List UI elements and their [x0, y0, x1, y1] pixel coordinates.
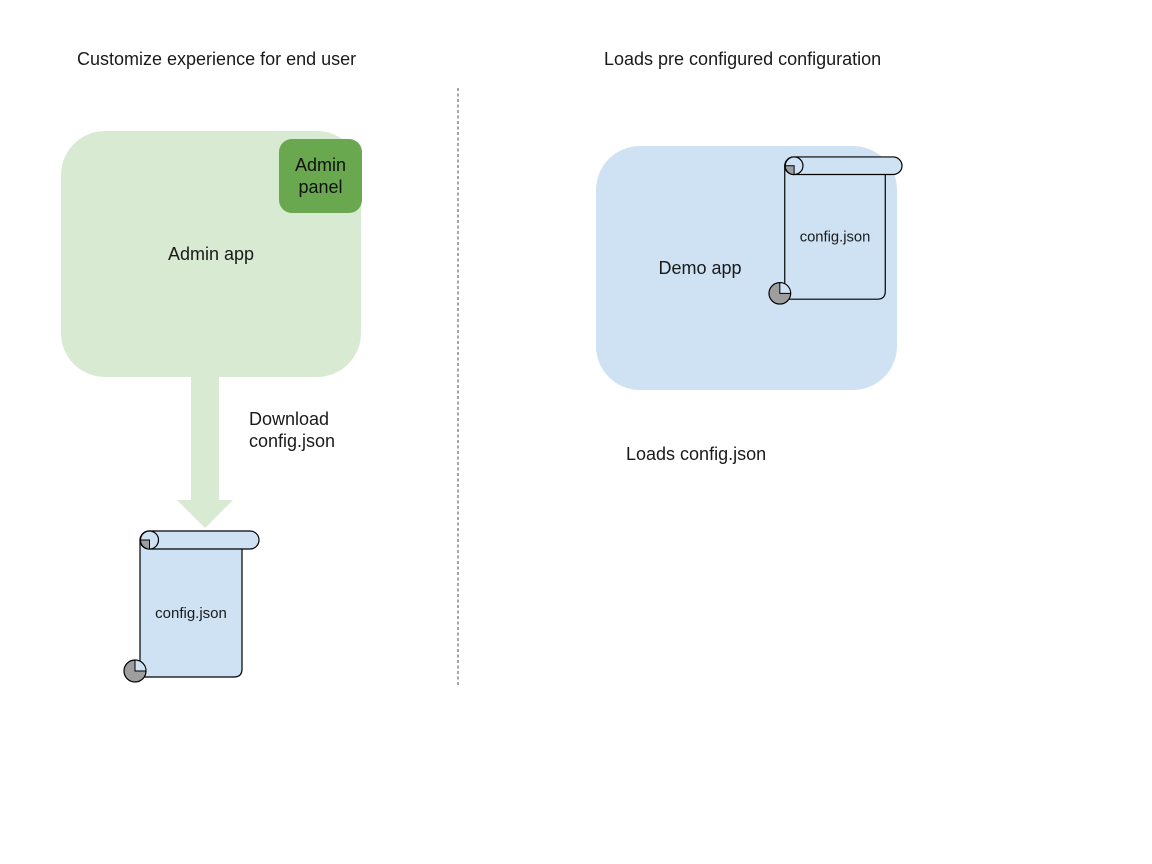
- download-arrow-icon: [177, 377, 233, 528]
- download-arrow-label: Download config.json: [249, 408, 335, 452]
- loads-config-caption: Loads config.json: [626, 444, 767, 464]
- left-section-title: Customize experience for end user: [77, 49, 357, 69]
- admin-panel-label: Admin panel: [294, 155, 347, 197]
- config-json-label-right: config.json: [800, 230, 871, 246]
- config-json-scroll-left: config.json: [123, 530, 260, 683]
- download-arrow-label-line2: config.json: [249, 431, 336, 451]
- admin-app-label: Admin app: [167, 243, 255, 264]
- config-json-label-left: config.json: [155, 605, 227, 622]
- section-divider: [457, 88, 459, 685]
- admin-panel-box: Admin panel: [279, 139, 362, 213]
- right-section-title: Loads pre configured configuration: [604, 49, 882, 69]
- config-json-scroll-right: config.json: [768, 156, 903, 305]
- download-arrow-label-line1: Download: [249, 409, 330, 429]
- demo-app-label: Demo app: [658, 257, 742, 278]
- demo-app-label-area: Demo app: [596, 146, 804, 390]
